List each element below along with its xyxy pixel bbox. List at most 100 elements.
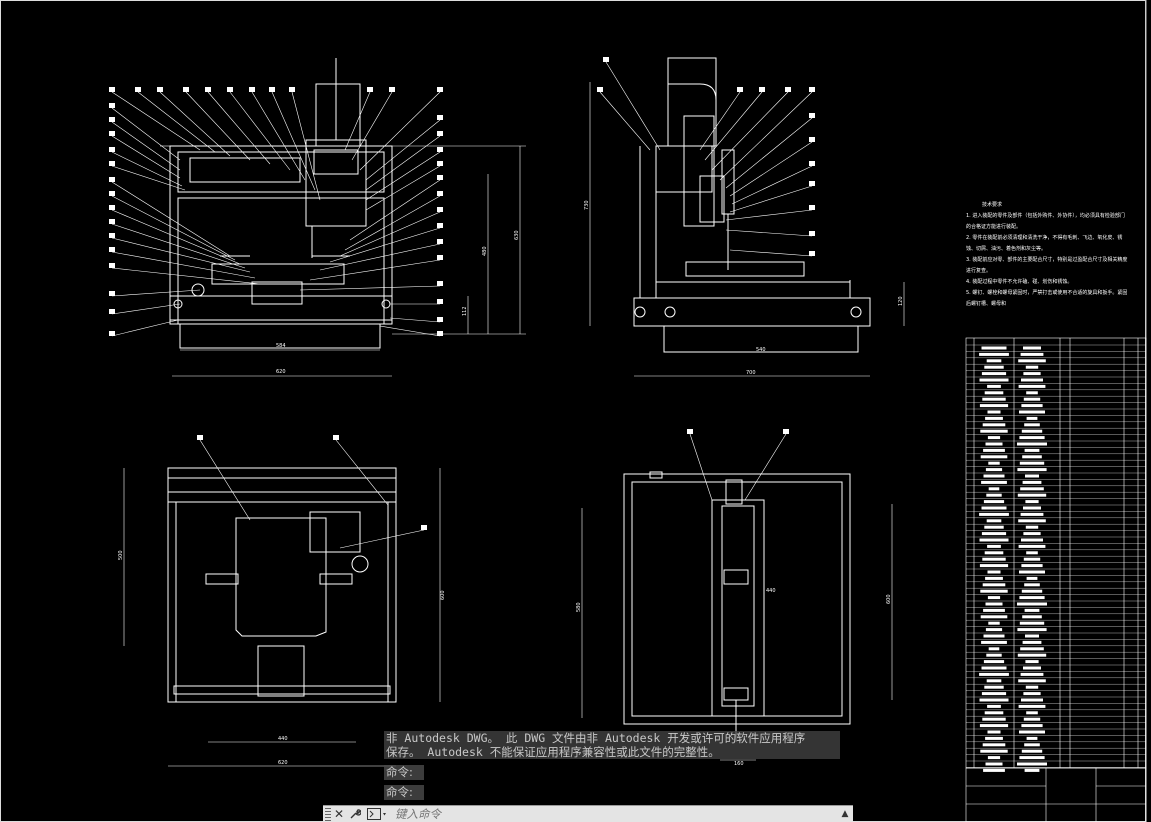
balloon-marker [809,87,815,92]
bom-cell-text [1021,589,1043,593]
balloon-marker [109,309,115,314]
bom-cell-text [1023,557,1041,561]
balloon-marker [197,435,203,440]
right-view [581,433,893,761]
balloon-marker [135,87,141,92]
balloon-marker [269,87,275,92]
bom-cell-text [986,493,1002,497]
bom-cell-text [1017,762,1047,766]
bom-cell-text [1017,653,1047,657]
bom-cell-text [983,768,1005,772]
bom-cell-text [984,391,1004,395]
balloon-marker [437,331,443,336]
balloon-marker [437,87,443,92]
note-line: 4. 装配过程中零件不允许磕、碰、划伤和锈蚀。 [966,278,1072,285]
bom-cell-text [1020,647,1044,651]
bom-cell-text [985,442,1003,446]
bom-cell-text [985,416,1003,420]
dim-top-h2: 600 [440,590,446,600]
dim-side-small: 120 [898,296,904,306]
dimension-texts: 584 620 630 480 112 730 540 700 120 440 … [118,200,904,767]
bom-cell-text [983,474,1005,478]
note-line: 5. 螺钉、螺栓和螺母紧固时，严禁打击或使用不合适的旋具和扳手。紧固 [966,289,1127,296]
bom-cell-text [979,564,1009,568]
balloon-marker [437,299,443,304]
bom-cell-text [987,436,1001,440]
bom-cell-text [983,500,1005,504]
bom-cell-text [986,359,1002,363]
balloon-marker [367,87,373,92]
balloon-marker [437,175,443,180]
balloon-marker [109,219,115,224]
balloon-marker [437,161,443,166]
bom-cell-text [980,455,1008,459]
bom-cell-text [1018,519,1046,523]
balloon-marker [109,147,115,152]
balloon-marker [437,281,443,286]
balloon-marker [437,131,443,136]
balloon-marker [421,525,427,530]
balloon-marker [205,87,211,92]
chevron-up-icon[interactable]: ▲ [841,809,849,819]
bom-cell-text [981,346,1007,350]
dim-front-h1: 630 [514,230,520,240]
bom-cell-text [1024,768,1040,772]
bom-cell-text [979,512,1009,516]
drag-handle[interactable] [325,807,331,821]
dim-right-h3: 440 [766,588,776,594]
bom-cell-text [984,711,1004,715]
note-line: 1. 进入装配的零件及部件（包括外购件、外协件），均必须具有检验部门 [966,212,1125,219]
bom-cell-text [980,615,1008,619]
bom-cell-text [981,480,1007,484]
balloon-marker [109,161,115,166]
bom-cell-text [979,724,1009,728]
note-line: 蚀、切屑、油污、着色剂和灰尘等。 [966,245,1046,252]
bom-cell-text [1023,346,1041,350]
balloon-marker [603,57,609,62]
bom-cell-text [1024,608,1040,612]
balloon-marker [597,87,603,92]
command-prompt-icon[interactable] [367,808,391,821]
bom-cell-text [1024,743,1040,747]
bom-cell-text [1021,749,1043,753]
bom-cell-text [985,628,1003,632]
balloon-marker [437,191,443,196]
close-icon[interactable]: ✕ [333,807,345,821]
wrench-icon[interactable] [347,807,363,822]
bom-cell-text [985,602,1003,606]
bom-cell-text [979,352,1009,356]
balloon-marker [333,435,339,440]
balloon-marker [109,331,115,336]
command-input[interactable] [391,806,837,822]
bom-cell-text [981,640,1007,644]
bom-cell-text [980,749,1008,753]
balloon-marker [109,247,115,252]
bom-cell-text [1022,615,1042,619]
note-line: 进行复查。 [966,267,991,274]
bom-cell-text [1025,634,1039,638]
command-line-bar: ✕ ▲ [323,805,853,822]
dim-side-outer: 700 [746,370,756,376]
bom-cell-text [1021,564,1043,568]
bom-cell-text [1018,384,1046,388]
bom-cell-text [982,423,1006,427]
balloon-marker [249,87,255,92]
dim-top-w2: 620 [278,760,288,766]
balloon-marker [109,233,115,238]
balloon-marker [109,87,115,92]
bom-cell-text [1021,538,1043,542]
bom-cell-text [979,538,1009,542]
bom-cell-text [1023,717,1041,721]
bom-cell-text [987,596,1001,600]
command-history-line: 非 Autodesk DWG。 此 DWG 文件由非 Autodesk 开发或许… [386,731,806,745]
bom-cell-text [988,647,1000,651]
bom-cell-text [1023,532,1041,536]
bom-rows [966,344,1146,772]
bom-cell-text [1021,429,1043,433]
bom-cell-text [1018,544,1046,548]
command-history-line: 保存。 Autodesk 不能保证应用程序兼容性或此文件的完整性。 [386,745,720,759]
balloon-marker [809,113,815,118]
bom-cell-text [980,589,1008,593]
balloon-marker [289,87,295,92]
